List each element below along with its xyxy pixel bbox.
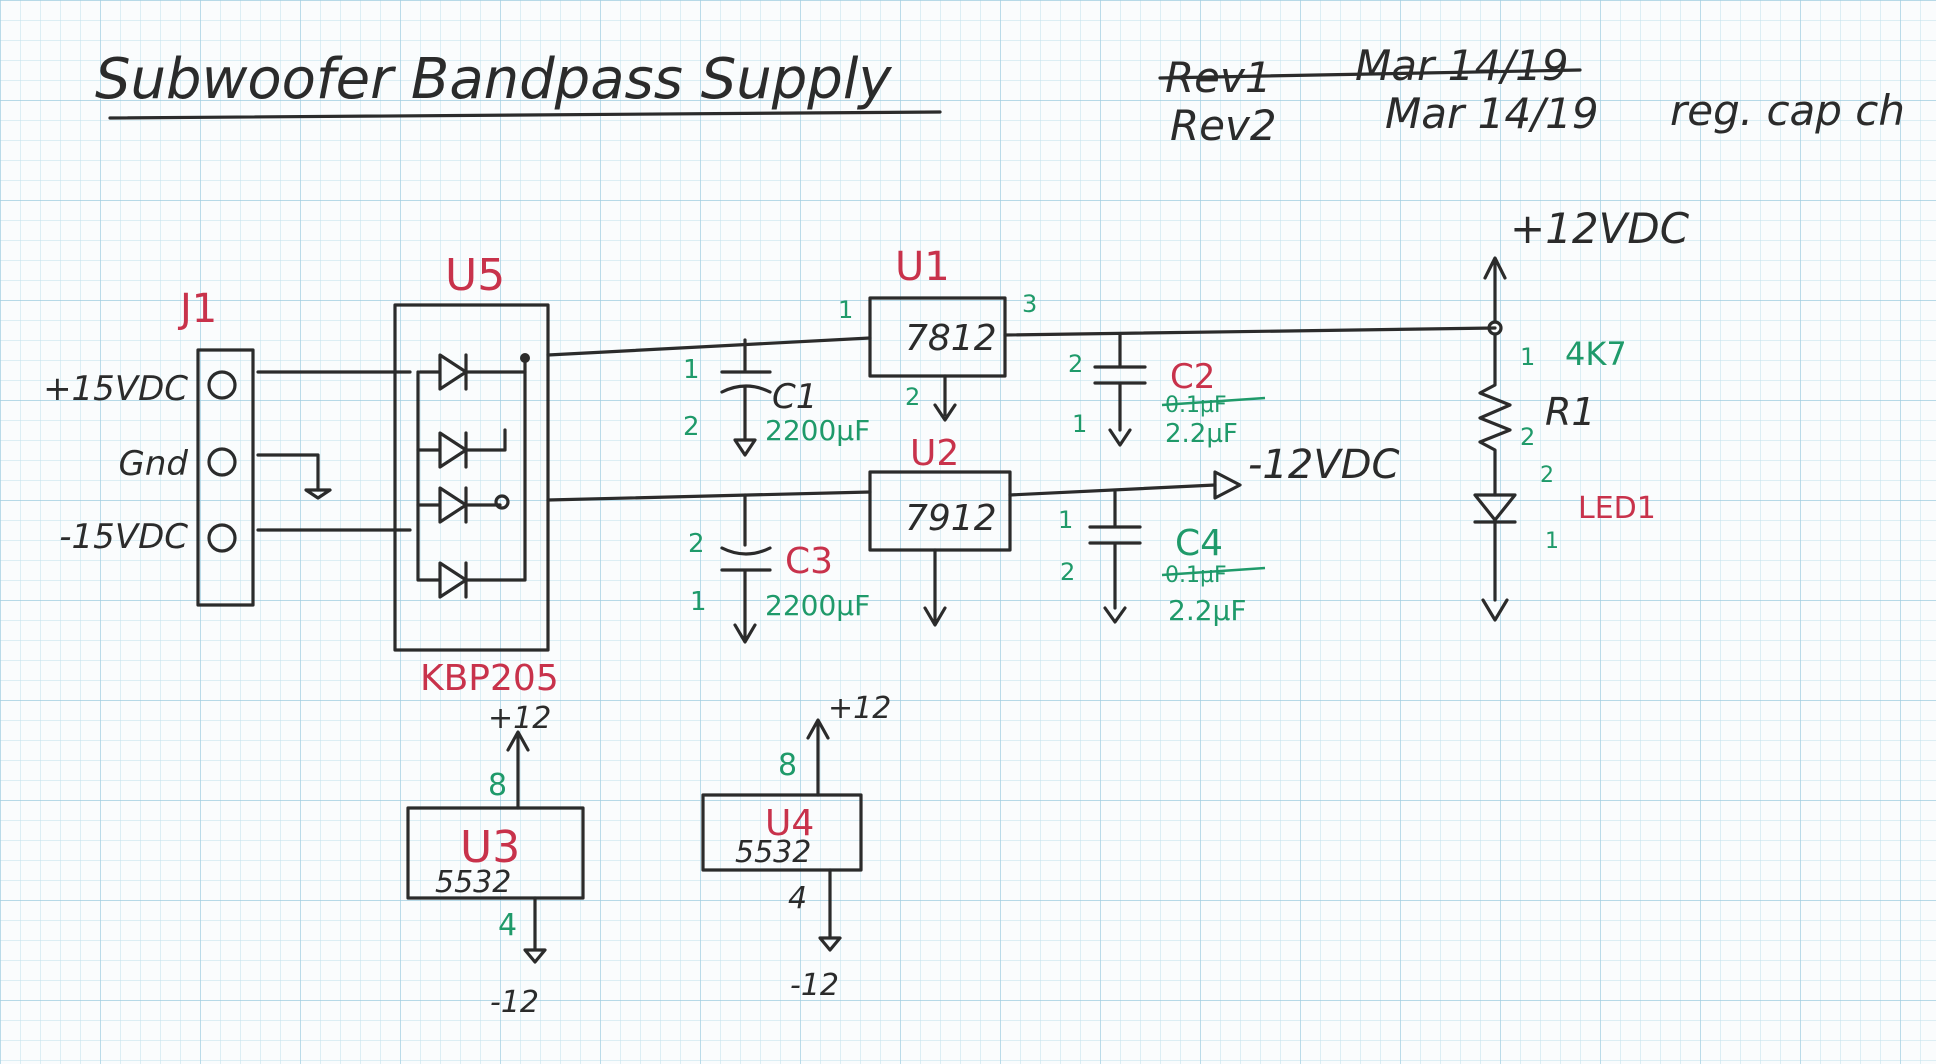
u1-ref: U1: [895, 244, 950, 290]
j1-pin-pos15: +15VDC: [43, 369, 188, 409]
capacitor-c4: C4 0.1µF 2.2µF 1 2: [1058, 490, 1266, 627]
rev2-date: Mar 14/19: [1385, 89, 1599, 138]
led-led1: LED1 2 1: [1473, 463, 1656, 622]
u5-part: KBP205: [420, 658, 559, 699]
bridge-diode-4: [416, 358, 527, 599]
opamp-u3: +12 8 U3 5532 4 -12: [406, 701, 585, 1020]
u3-ref: U3: [460, 822, 520, 873]
c2-pin1: 1: [1072, 410, 1087, 438]
led1-pin1: 1: [1545, 529, 1559, 554]
u4-ref: U4: [765, 803, 814, 844]
c3-value: 2200µF: [765, 589, 870, 622]
j1-pin3-terminal: [207, 523, 237, 553]
u4-pin8: 8: [778, 748, 797, 783]
u3-part: 5532: [435, 865, 511, 900]
c1-pin2: 2: [683, 412, 700, 442]
capacitor-c2: C2 0.1µF 2.2µF 2 1: [1068, 333, 1266, 449]
r1-pin1: 1: [1520, 343, 1535, 371]
r1-pin2: 2: [1520, 423, 1535, 451]
r1-value: 4K7: [1565, 335, 1627, 373]
wire-gnd-ground: [304, 488, 332, 500]
u4-part: 5532: [735, 835, 811, 870]
j1-ref: J1: [177, 286, 217, 332]
c2-value: 2.2µF: [1165, 419, 1238, 449]
u2-ref: U2: [910, 433, 959, 474]
u1-pin1: 1: [838, 296, 853, 324]
u4-top-rail: +12: [828, 691, 891, 726]
u4-bottom-rail: -12: [790, 968, 839, 1003]
c2-ref: C2: [1170, 357, 1215, 397]
wire-neg-rail: [546, 490, 872, 502]
c2-old-value: 0.1µF: [1165, 393, 1227, 418]
c1-pin1: 1: [683, 355, 700, 385]
u3-pin8: 8: [488, 768, 507, 803]
neg12-label: -12VDC: [1248, 442, 1399, 488]
wire-neg12-rail: [1008, 483, 1217, 497]
wire-pos12-rail: [1003, 326, 1497, 337]
rev1-date: Mar 14/19: [1355, 41, 1569, 90]
u1-pin2: 2: [905, 383, 920, 411]
rev1-strikethrough: [1158, 68, 1582, 80]
pos12-arrow: [1483, 256, 1507, 324]
u1-pin3: 3: [1022, 290, 1037, 318]
rev2-note: reg. cap ch: [1670, 86, 1905, 135]
opamp-u4: +12 8 U4 5532 4 -12: [701, 691, 891, 1003]
connector-j1: J1 +15VDC Gnd -15VDC: [43, 286, 255, 607]
u2-part: 7912: [905, 498, 997, 539]
led1-ref: LED1: [1578, 491, 1656, 526]
neg12-arrow: [1213, 470, 1242, 500]
c4-pin1: 1: [1058, 506, 1073, 534]
c2-pin2: 2: [1068, 350, 1083, 378]
j1-pin-neg15: -15VDC: [59, 517, 188, 557]
c1-ref: C1: [772, 377, 817, 417]
led1-pin2: 2: [1540, 463, 1554, 488]
u3-pin4: 4: [498, 908, 517, 943]
r1-ref: R1: [1545, 390, 1596, 434]
title-block: Subwoofer Bandpass Supply Rev1 Mar 14/19…: [95, 41, 1905, 150]
capacitor-c1: C1 2200µF 1 2: [683, 338, 870, 457]
c3-pin2: 2: [688, 529, 705, 559]
c3-ref: C3: [785, 541, 833, 582]
capacitor-c3: C3 2200µF 2 1: [688, 493, 870, 644]
c4-pin2: 2: [1060, 558, 1075, 586]
schematic-title: Subwoofer Bandpass Supply: [95, 47, 892, 112]
regulator-u2: U2 7912: [868, 433, 1012, 627]
c1-value: 2200µF: [765, 414, 870, 447]
u3-top-rail: +12: [488, 701, 551, 736]
u5-ref: U5: [445, 250, 505, 301]
resistor-r1: 4K7 R1 1 2: [1478, 332, 1627, 497]
bridge-rectifier-u5: U5 KBP205: [393, 250, 559, 699]
regulator-u1: U1 7812 1 2 3: [838, 244, 1037, 422]
c4-value: 2.2µF: [1168, 594, 1246, 627]
wire-bridge-to-u1: [546, 336, 872, 357]
u4-pin4: 4: [788, 881, 807, 916]
c4-old-value: 0.1µF: [1165, 563, 1227, 588]
j1-pin1-terminal: [207, 370, 237, 400]
u1-part: 7812: [905, 318, 997, 359]
j1-pin2-terminal: [207, 447, 237, 477]
u3-bottom-rail: -12: [490, 985, 539, 1020]
pos12-label: +12VDC: [1510, 204, 1690, 253]
bridge-diode-1: [418, 353, 527, 391]
c4-ref: C4: [1175, 523, 1223, 564]
rev2-label: Rev2: [1170, 101, 1277, 150]
c3-pin1: 1: [690, 587, 707, 617]
wire-gnd-in: [256, 453, 320, 492]
j1-pin-gnd: Gnd: [119, 444, 189, 484]
